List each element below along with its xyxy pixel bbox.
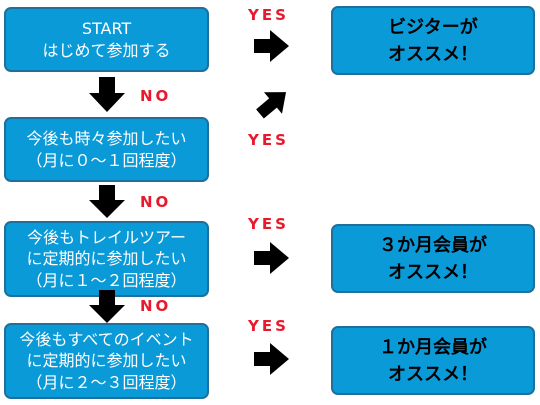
result-visitor-line-1: ビジターが	[388, 16, 478, 38]
result-visitor-line-2: オススメ！	[388, 43, 478, 65]
no-label: NO	[140, 297, 172, 315]
right-arrow-icon	[254, 30, 289, 62]
right-arrow-icon	[254, 242, 289, 274]
step-trail-tour-line-1: 今後もトレイルツアー	[26, 227, 187, 247]
yes-label: YES	[248, 317, 289, 335]
result-1month-line-2: オススメ！	[388, 363, 478, 385]
step-all-events-line-3: （月に２～３回程度）	[26, 372, 187, 392]
step-all-events-line-1: 今後もすべてのイベント	[19, 329, 194, 349]
down-arrow-icon	[89, 290, 125, 323]
step-trail-tour-line-3: （月に１～２回程度）	[26, 270, 187, 290]
down-arrow-icon	[89, 185, 125, 218]
step-all-events-line-2: に定期的に参加したい	[26, 351, 187, 371]
result-3month-box: ３か月会員が オススメ！	[331, 224, 535, 293]
no-label: NO	[140, 193, 172, 211]
no-label: NO	[140, 87, 172, 105]
yes-label: YES	[248, 6, 289, 24]
result-1month-box: １か月会員が オススメ！	[331, 326, 535, 395]
step-start-box: START はじめて参加する	[4, 7, 209, 72]
result-3month-line-2: オススメ！	[388, 261, 478, 283]
down-arrow-icon	[89, 77, 125, 112]
result-visitor-box: ビジターが オススメ！	[331, 6, 535, 75]
step-trail-tour-box: 今後もトレイルツアー に定期的に参加したい （月に１～２回程度）	[4, 221, 209, 297]
result-3month-line-1: ３か月会員が	[379, 234, 487, 256]
step-occasional-line-2: （月に０～１回程度）	[26, 150, 187, 170]
up-right-arrow-icon	[256, 92, 287, 119]
right-arrow-icon	[254, 343, 289, 375]
yes-label: YES	[248, 215, 289, 233]
step-occasional-box: 今後も時々参加したい （月に０～１回程度）	[4, 117, 209, 182]
step-occasional-line-1: 今後も時々参加したい	[26, 128, 187, 148]
yes-label: YES	[248, 131, 289, 149]
step-start-line-1: START	[81, 18, 132, 38]
step-start-line-2: はじめて参加する	[42, 40, 171, 60]
result-1month-line-1: １か月会員が	[379, 336, 487, 358]
step-all-events-box: 今後もすべてのイベント に定期的に参加したい （月に２～３回程度）	[4, 323, 209, 399]
step-trail-tour-line-2: に定期的に参加したい	[26, 249, 187, 269]
